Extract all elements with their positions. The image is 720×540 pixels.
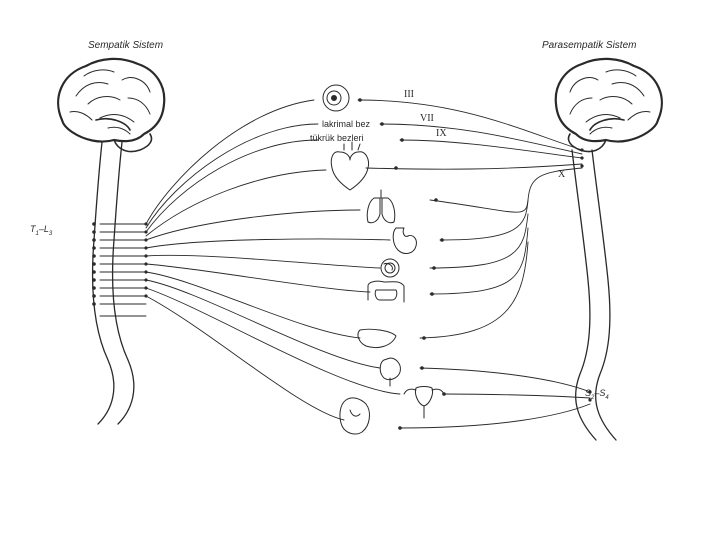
- cranial-nerve-X-label: X: [558, 169, 566, 180]
- cranial-nerve-III-label: III: [404, 89, 414, 100]
- heart-icon: [330, 141, 369, 191]
- thoracolumbar-segment-label: T1–L3: [30, 224, 53, 237]
- bladder-icon: [379, 357, 401, 387]
- right-brain-icon: [554, 57, 663, 153]
- liver-icon: [357, 328, 397, 349]
- genital-icon: [339, 397, 370, 435]
- parasympathetic-title: Parasempatik Sistem: [542, 40, 637, 51]
- salivary-glands-label: tükrük bezleri: [310, 133, 364, 143]
- cranial-nerve-VII-label: VII: [420, 113, 434, 124]
- cranial-nerve-IX-label: IX: [436, 128, 447, 139]
- stomach-icon: [392, 227, 417, 254]
- sympathetic-title: Sempatik Sistem: [88, 40, 164, 51]
- right-spinal-cord: [571, 149, 617, 441]
- ganglia: [92, 98, 592, 430]
- lacrimal-gland-label: lakrimal bez: [322, 119, 371, 129]
- left-brain-icon: [57, 57, 166, 153]
- sacral-segment-label: S2–S4: [585, 388, 609, 401]
- intestine-icon: [380, 258, 400, 278]
- colon-icon: [367, 280, 405, 303]
- eye-icon: [322, 84, 350, 112]
- uterus-icon: [403, 386, 445, 419]
- lungs-icon: [366, 189, 396, 224]
- parasympathetic-pathways: [357, 99, 591, 429]
- sympathetic-pathways: [99, 99, 401, 421]
- left-spinal-cord: [91, 141, 135, 425]
